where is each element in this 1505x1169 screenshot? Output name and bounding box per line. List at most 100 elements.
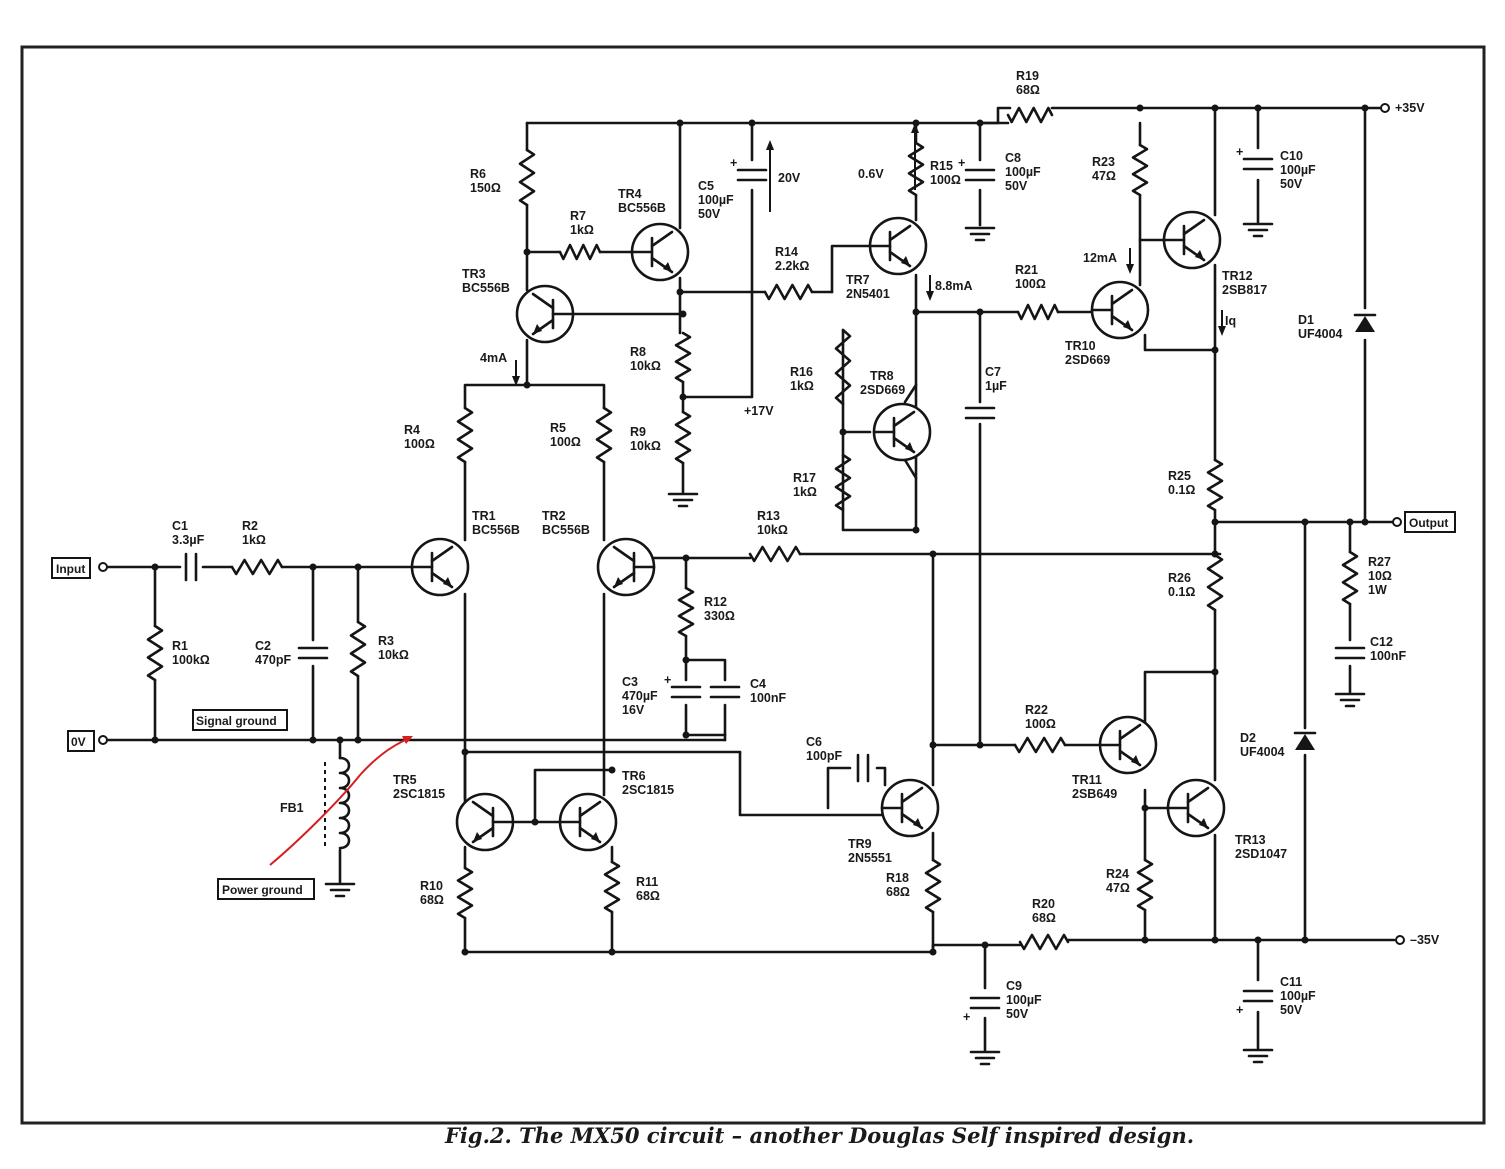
r20-value: 68Ω <box>1032 911 1056 925</box>
d1-value: UF4004 <box>1298 327 1343 341</box>
c9-extra: 50V <box>1006 1007 1029 1021</box>
tr4-symbol-collector-lead <box>652 232 672 246</box>
d1-symbol <box>1355 316 1375 332</box>
r13-symbol <box>750 547 800 561</box>
r25-ref: R25 <box>1168 469 1191 483</box>
r15-ref: R15 <box>930 159 953 173</box>
terminal-points <box>99 104 1404 944</box>
tr2-symbol-arrow <box>614 577 623 587</box>
c7-value: 1µF <box>985 379 1007 393</box>
r12-symbol <box>679 588 693 636</box>
r11-symbol <box>605 862 619 912</box>
tr5-value: 2SC1815 <box>393 787 445 801</box>
r19-value: 68Ω <box>1016 83 1040 97</box>
tr13-value: 2SD1047 <box>1235 847 1287 861</box>
tr13-symbol-collector-lead <box>1188 788 1208 802</box>
tr6-value: 2SC1815 <box>622 783 674 797</box>
r2-value: 1kΩ <box>242 533 266 547</box>
tr7-value: 2N5401 <box>846 287 890 301</box>
c6-ref: C6 <box>806 735 822 749</box>
current-12ma: 12mA <box>1083 251 1117 265</box>
r12-value: 330Ω <box>704 609 735 623</box>
c11-value: 100µF <box>1280 989 1316 1003</box>
diagram-frame <box>22 47 1484 1123</box>
r5-symbol <box>597 408 611 462</box>
r22-symbol <box>1015 738 1065 752</box>
c3-extra: 16V <box>622 703 645 717</box>
tr12-symbol-arrow <box>1195 250 1204 260</box>
c8-extra: 50V <box>1005 179 1028 193</box>
r4-ref: R4 <box>404 423 420 437</box>
tr11-ref: TR11 <box>1072 773 1102 787</box>
c10-ref: C10 <box>1280 149 1303 163</box>
r8-symbol <box>676 333 690 382</box>
r9-value: 10kΩ <box>630 439 661 453</box>
r3-symbol <box>351 622 365 676</box>
r22-ref: R22 <box>1025 703 1048 717</box>
c5-symbol-plus: + <box>730 156 737 170</box>
r25-symbol <box>1208 460 1222 510</box>
c12-ref: C12 <box>1370 635 1393 649</box>
r13-ref: R13 <box>757 509 780 523</box>
d1-ref: D1 <box>1298 313 1314 327</box>
r17-value: 1kΩ <box>793 485 817 499</box>
tr3-symbol-arrow <box>533 324 542 334</box>
tr9-symbol-arrow <box>913 818 922 828</box>
c3-ref: C3 <box>622 675 638 689</box>
tr7-symbol-arrow <box>901 256 910 266</box>
r13-value: 10kΩ <box>757 523 788 537</box>
tr1-value: BC556B <box>472 523 520 537</box>
c10-value: 100µF <box>1280 163 1316 177</box>
input-terminal-label: Input <box>56 562 85 576</box>
fb1-coil-symbol <box>340 758 349 848</box>
r14-ref: R14 <box>775 245 798 259</box>
r20-symbol <box>1020 935 1068 949</box>
r4-value: 100Ω <box>404 437 435 451</box>
r24-value: 47Ω <box>1106 881 1130 895</box>
r6-value: 150Ω <box>470 181 501 195</box>
r10-symbol <box>458 868 472 918</box>
pos-rail-label: +35V <box>1395 101 1425 115</box>
current-4ma: 4mA <box>480 351 507 365</box>
r23-symbol <box>1133 145 1147 195</box>
c12-value: 100nF <box>1370 649 1406 663</box>
r19-symbol <box>1008 108 1052 122</box>
r26-ref: R26 <box>1168 571 1191 585</box>
c8-value: 100µF <box>1005 165 1041 179</box>
r8-ref: R8 <box>630 345 646 359</box>
tr5-symbol-arrow <box>473 832 482 842</box>
tr6-symbol-arrow <box>591 832 600 842</box>
tr5-symbol-collector-lead <box>473 802 493 816</box>
c3-value: 470µF <box>622 689 658 703</box>
tr8-value: 2SD669 <box>860 383 905 397</box>
d2-value: UF4004 <box>1240 745 1285 759</box>
annotation-arrows <box>270 123 1226 865</box>
r16-symbol <box>836 330 850 404</box>
c10-symbol-plus: + <box>1236 145 1243 159</box>
wiring <box>108 108 1394 1050</box>
c9-value: 100µF <box>1006 993 1042 1007</box>
tr3-ref: TR3 <box>462 267 486 281</box>
tr2-ref: TR2 <box>542 509 566 523</box>
r1-value: 100kΩ <box>172 653 210 667</box>
voltage-17v: +17V <box>744 404 774 418</box>
tr12-symbol-collector-lead <box>1184 220 1204 234</box>
d2-symbol <box>1295 734 1315 750</box>
tr10-value: 2SD669 <box>1065 353 1110 367</box>
r21-ref: R21 <box>1015 263 1038 277</box>
voltage-06v: 0.6V <box>858 167 884 181</box>
c11-extra: 50V <box>1280 1003 1303 1017</box>
tr4-ref: TR4 <box>618 187 642 201</box>
r27-symbol <box>1343 552 1357 604</box>
tr12-value: 2SB817 <box>1222 283 1267 297</box>
figure-caption: Fig.2. The MX50 circuit – another Dougla… <box>444 1123 1194 1148</box>
signal-ground-label: Signal ground <box>196 714 277 728</box>
r8-value: 10kΩ <box>630 359 661 373</box>
r20-ref: R20 <box>1032 897 1055 911</box>
r16-ref: R16 <box>790 365 813 379</box>
c4-ref: C4 <box>750 677 766 691</box>
component-symbols: ++++++ <box>148 108 1375 1064</box>
c10-extra: 50V <box>1280 177 1303 191</box>
tr1-ref: TR1 <box>472 509 496 523</box>
